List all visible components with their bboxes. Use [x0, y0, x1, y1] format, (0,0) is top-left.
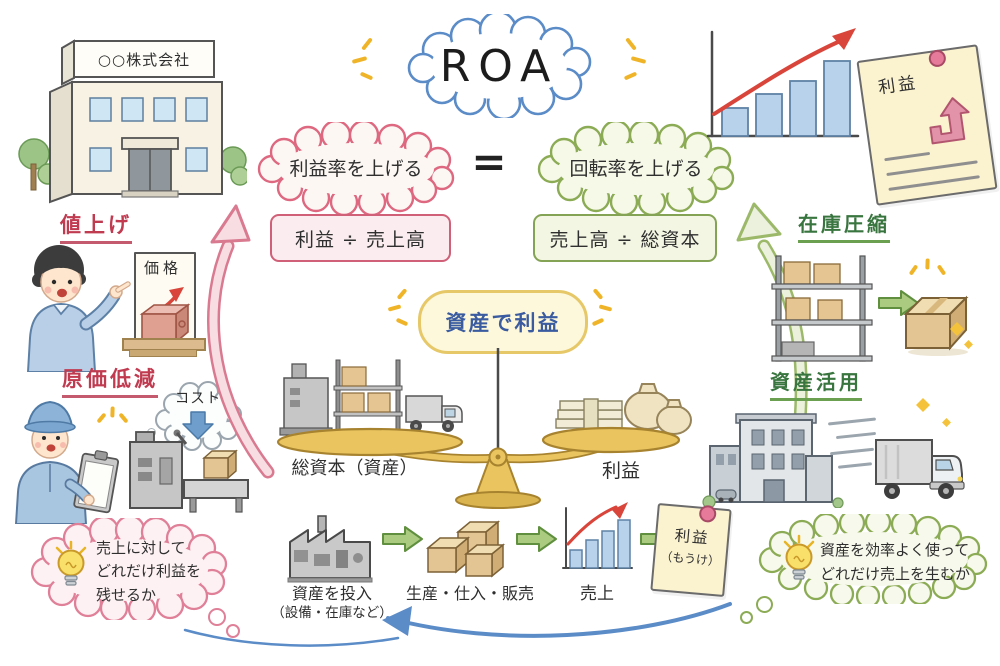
profit-formula-box: 利益 ÷ 売上高 [270, 214, 451, 262]
profit-note-arrow-icon [929, 97, 970, 145]
thought-right-text: 資産を効率よく使って どれだけ売上を生むか [820, 538, 988, 586]
company-sign-label: ○○株式会社 [97, 50, 191, 69]
sales-chart-illustration [562, 502, 633, 569]
equals-sign: = [471, 136, 507, 186]
cost-down-arrow-icon [182, 411, 214, 440]
thought-right-tail [740, 611, 753, 624]
note-line [886, 160, 978, 177]
sparkle-dash [395, 317, 409, 327]
single-box-illustration [903, 295, 969, 356]
thought-left-text: 売上に対して どれだけ利益を 残せるか [96, 537, 220, 607]
pushpin-icon [927, 48, 947, 69]
company-building-illustration [18, 39, 247, 204]
flow-step1-sub-label: （設備・在庫など） [271, 605, 393, 621]
thought-bubble-right [758, 514, 988, 604]
thought-left-line1: 売上に対して [96, 539, 186, 557]
sparkle-dash [110, 406, 115, 418]
sparkle-dash [359, 71, 374, 81]
thought-right-tail [756, 596, 773, 613]
asset-profit-oval: 資産で利益 [418, 290, 588, 354]
roa-cloud [407, 14, 592, 118]
price-stand-base [129, 349, 197, 357]
sparkle-dash [630, 56, 647, 64]
sparkle-icon [916, 398, 930, 412]
lightbulb-icon [55, 540, 87, 586]
profit-sticky-note: 利益 （もうけ） [650, 502, 732, 598]
profit-rate-cloud [257, 122, 455, 214]
inventory-compression-title: 在庫圧縮 [798, 212, 890, 243]
scale-right-label: 利益 [601, 460, 640, 482]
asset-profit-label: 資産で利益 [445, 311, 561, 335]
thought-bubble-left [30, 518, 228, 620]
scale-left-label: 総資本（資産） [291, 458, 418, 479]
note-line [888, 175, 980, 191]
flow-step2-label: 生産・仕入・販売 [405, 584, 534, 603]
sparkle-dash [361, 37, 373, 51]
flow-note-sub-label: （もうけ） [659, 549, 721, 569]
sparkle-dash [396, 288, 408, 300]
turnover-rate-label: 回転率を上げる [569, 157, 703, 180]
profit-rate-label: 利益率を上げる [289, 157, 423, 180]
price-sign-label: 価格 [143, 258, 182, 277]
sparkle-dash [908, 264, 919, 276]
sparkle-icon [950, 322, 964, 336]
price-box-illustration [139, 303, 191, 344]
boxes-illustration [425, 520, 506, 578]
factory-icon [287, 515, 373, 583]
cost-cloud-label: コスト [174, 390, 222, 407]
feedback-loop-arrow [183, 602, 732, 647]
roa-title: ROA [439, 40, 559, 92]
sparkle-dash [592, 288, 604, 300]
balance-scale-illustration [276, 348, 692, 509]
profit-rate-up-arrow [207, 204, 275, 479]
worker-illustration [14, 400, 120, 524]
factory-building-illustration [702, 413, 844, 508]
thought-left-line3: 残せるか [96, 585, 157, 604]
sparkle-dash [925, 258, 930, 270]
sparkle-dash [598, 304, 613, 312]
sparkle-dash [387, 304, 402, 312]
asset-utilization-title: 資産活用 [770, 370, 862, 401]
flow-step3-label: 売上 [580, 584, 614, 604]
sparkle-dash [591, 317, 605, 327]
sparkle-dash [623, 71, 638, 81]
pushpin-icon [698, 504, 717, 524]
thought-left-tail [208, 608, 226, 626]
sparkle-dash [625, 37, 637, 51]
note-line [884, 151, 931, 162]
machine-illustration [129, 429, 249, 513]
shelf-rack-illustration [771, 255, 873, 362]
flow-note-label: 利益 [673, 526, 711, 548]
flow-step1-label: 資産を投入 [291, 584, 372, 603]
right-arrow-icon [382, 526, 423, 552]
thought-left-tail [226, 624, 240, 638]
profit-note-label: 利益 [877, 72, 920, 99]
turnover-formula-box: 売上高 ÷ 総資本 [533, 214, 717, 262]
right-arrow-icon [516, 526, 557, 552]
profit-note-paper: 利益 [856, 44, 998, 206]
cost-reduction-title: 原価低減 [62, 366, 158, 399]
thought-right-line2: どれだけ売上を生むか [820, 565, 971, 583]
turnover-rate-cloud [537, 122, 735, 214]
price-increase-title: 値上げ [60, 212, 132, 245]
sparkle-dash [351, 56, 368, 64]
sparkle-dash [936, 264, 947, 276]
thought-left-line2: どれだけ利益を [96, 562, 202, 581]
right-arrow-icon [878, 290, 919, 316]
delivery-truck-illustration [875, 439, 965, 499]
thought-right-line1: 資産を効率よく使って [820, 541, 970, 559]
growth-chart-illustration [706, 28, 860, 138]
sparkle-icon [942, 418, 951, 427]
sparkle-icon [964, 340, 973, 349]
lightbulb-icon [783, 534, 815, 580]
man-pointing-illustration [26, 245, 131, 372]
